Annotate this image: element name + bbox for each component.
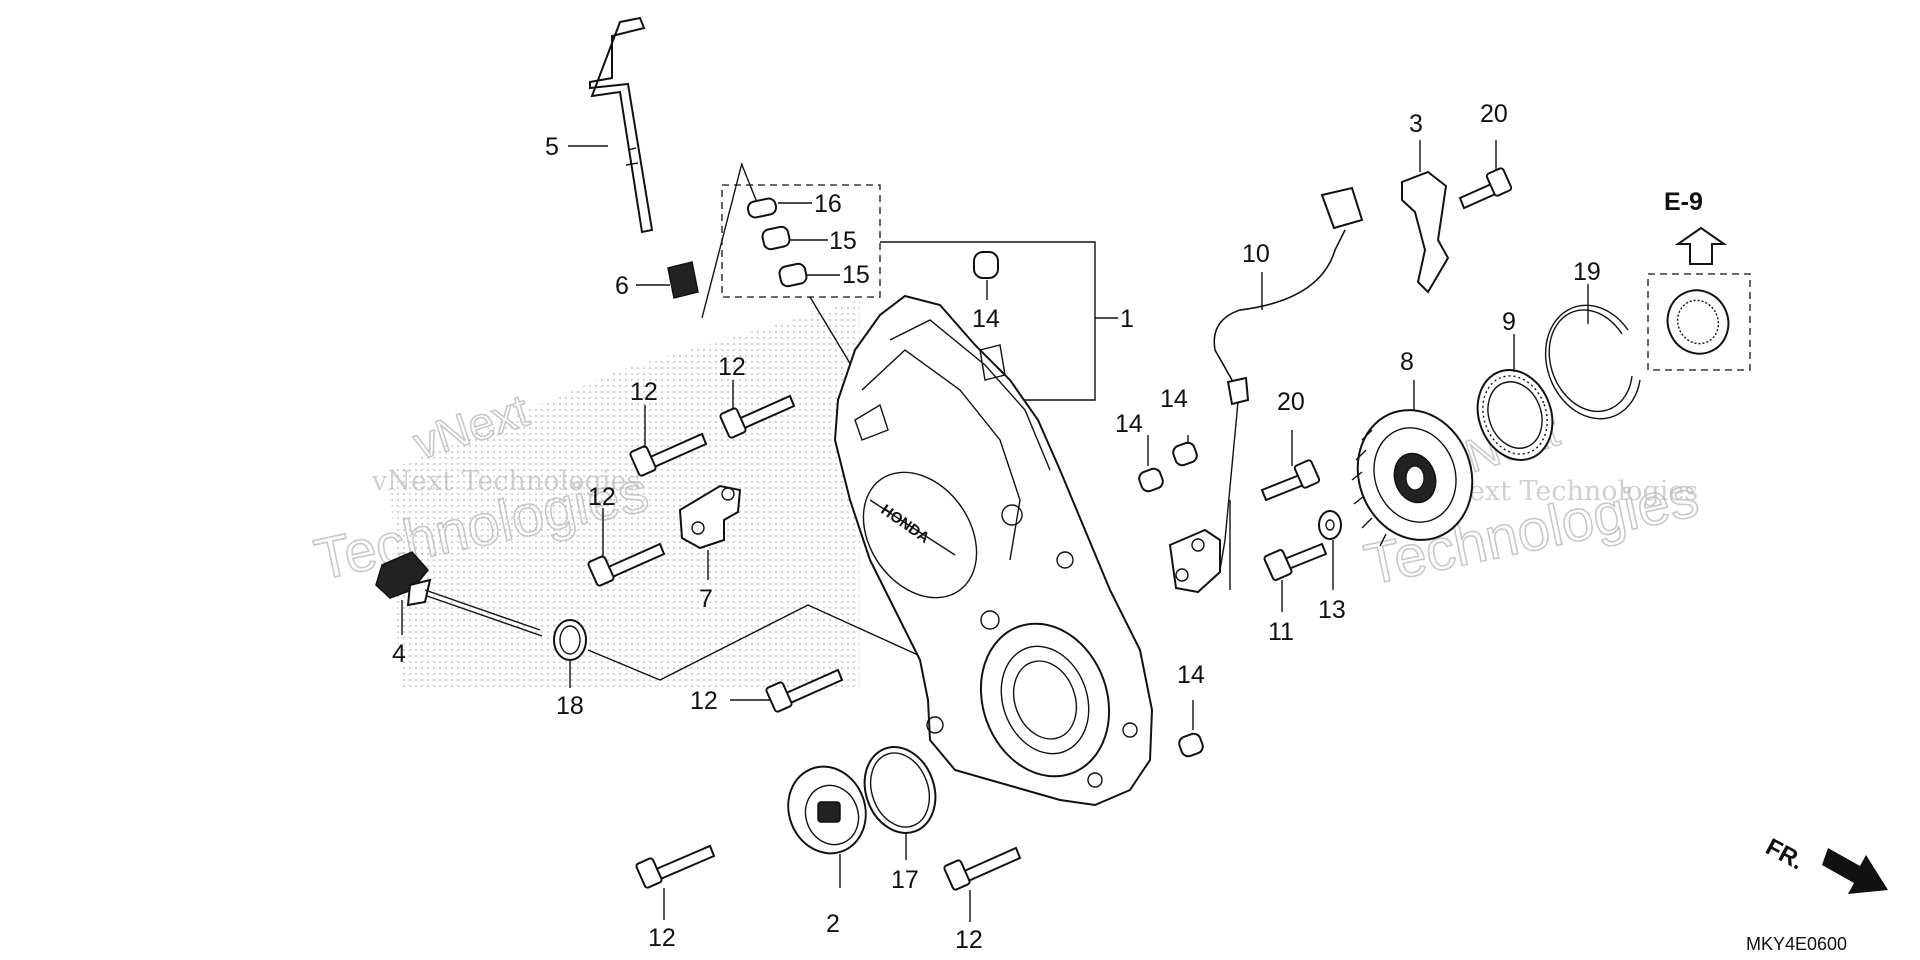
callout-14a: 14 [972,305,1000,333]
callout-18: 18 [556,692,584,720]
part-code: MKY4E0600 [1746,934,1847,954]
callout-20a: 20 [1277,388,1305,416]
watermark-text-right: vNext Technologies [1429,476,1698,507]
part-filler-cap-4 [375,551,543,637]
part-dowel-16 [746,197,778,219]
callout-15b: 15 [842,261,870,289]
part-bolt-12c [587,542,666,587]
dashed-box-e9 [1647,273,1751,371]
part-dowel-14b [1138,467,1164,493]
part-one-way-clutch-9 [1476,369,1554,461]
part-bolt-12f [943,846,1022,891]
part-seal-6 [667,261,699,299]
watermark-text-left: vNext Technologies [371,466,640,497]
callout-12b: 12 [630,378,658,406]
callout-20b: 20 [1480,100,1508,128]
callout-11: 11 [1268,618,1294,646]
callout-3: 3 [1409,110,1423,138]
callout-1: 1 [1120,305,1134,333]
direction-label: FR. [1761,833,1808,875]
callout-15a: 15 [829,227,857,255]
part-o-ring-17 [863,746,937,834]
part-bolt-11 [1263,542,1328,581]
callout-12e: 12 [648,924,676,952]
part-bearing-e9 [1666,289,1730,355]
part-bolt-12d [765,668,844,713]
dashed-box-dowels [721,184,881,298]
part-plate-3 [1401,170,1450,294]
part-bolt-12e [635,844,716,889]
callout-6: 6 [615,272,629,300]
part-dowel-14a [973,251,999,279]
part-plug-2 [787,765,867,855]
part-dowel-14c [1172,441,1198,467]
part-bolt-20b [1458,167,1513,210]
up-arrow-icon [1674,226,1728,265]
dotted-background [390,300,860,690]
part-dowel-15a [761,225,791,251]
part-case-cover-1: HONDA [833,294,1154,807]
ref-label-e9: E-9 [1664,188,1703,216]
callout-7: 7 [699,585,713,613]
part-snap-ring-19 [1544,304,1641,420]
part-bracket-7 [678,484,742,550]
callout-17: 17 [891,866,919,894]
callout-12f: 12 [955,926,983,954]
callout-2: 2 [826,910,840,938]
callout-12d: 12 [690,687,718,715]
part-bolt-12b [629,432,708,477]
part-sensor-harness-10 [1168,186,1364,594]
callout-10: 10 [1242,240,1270,268]
part-dowel-15b [778,262,808,288]
callout-14b: 14 [1115,410,1143,438]
callout-8: 8 [1400,348,1414,376]
callout-12a: 12 [718,353,746,381]
callout-19: 19 [1573,258,1601,286]
part-dipstick-5 [589,16,654,234]
callout-9: 9 [1502,308,1516,336]
front-direction-indicator: FR. [1761,833,1888,894]
part-o-ring-18 [553,619,587,661]
callout-5: 5 [545,133,559,161]
callout-14c: 14 [1160,385,1188,413]
part-gear-8 [1351,409,1474,547]
callout-4: 4 [392,640,406,668]
callout-16: 16 [814,190,842,218]
part-bolt-20a [1260,459,1321,502]
callout-12c: 12 [588,483,616,511]
callout-14d: 14 [1177,661,1205,689]
callout-13: 13 [1318,596,1346,624]
part-washer-13 [1318,510,1342,540]
part-bolt-12a [719,394,796,439]
front-arrow-icon [1822,848,1888,894]
part-dowel-14d [1178,732,1204,758]
